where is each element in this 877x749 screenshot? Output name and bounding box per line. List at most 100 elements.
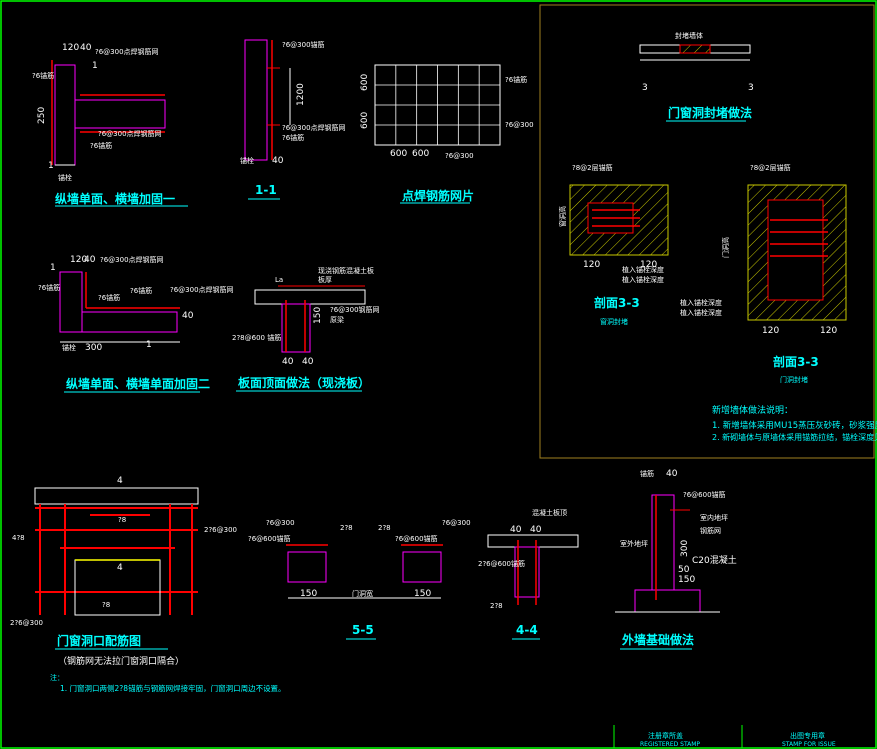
d10-dim-150b: 150	[414, 589, 431, 599]
notes-title: 新增墙体做法说明：	[712, 404, 793, 416]
d5-note-beam: 原梁	[330, 315, 344, 324]
detail-longitudinal-wall-1: 120 40 250 ?6@300点焊钢筋网 ?6锚筋 ?6@300点焊钢筋网 …	[32, 43, 188, 207]
d7-dim-120b: 120	[640, 260, 657, 270]
d12-dim-50: 50	[678, 565, 690, 575]
d12-note-indoor: 室内地坪	[700, 513, 728, 522]
detail-door-infill-section: ?8@2层锚筋 门洞高 植入锚栓深度 植入锚栓深度 120 120 剖面3-3 …	[680, 163, 847, 384]
detail-opening-reinforcement: 4 4 4?8 2?6@300 2?6@300 ?8 ?8 门窗洞口配筋图 （钢…	[10, 476, 286, 693]
d8-dim-120b: 120	[820, 326, 837, 336]
d1-note-anchor: ?6锚筋	[32, 71, 54, 80]
detail-section-1-1: 1200 40 ?6@300锚筋 ?6@300点焊钢筋网 ?6锚筋 锚栓 1-1	[240, 39, 346, 200]
d9-note-phi8a: ?8	[118, 516, 126, 524]
stamp-issue-en: STAMP FOR ISSUE	[782, 741, 836, 748]
infill-panel	[539, 4, 875, 459]
d2-dim-40: 40	[272, 156, 284, 166]
d1-dim-250: 250	[37, 107, 47, 124]
detail-opening-infill: 封堵墙体 3 3 门窗洞封堵做法	[639, 31, 754, 122]
d2-note-anchor300: ?6@300锚筋	[282, 40, 325, 49]
d3-dim-600b: 600	[412, 149, 429, 159]
detail-welded-mesh: 600 600 600 600 ?6锚筋 ?6@300 ?6@300 点焊钢筋网…	[360, 64, 534, 204]
d10-note-a: ?6@300	[266, 519, 295, 527]
d9-dim-4b: 4	[117, 563, 123, 573]
d2-title: 1-1	[255, 183, 277, 197]
d5-note-mesh: ?6@300钢筋网	[330, 305, 380, 314]
d4-sec-1a: 1	[50, 263, 56, 273]
d8-note-depth1: 植入锚栓深度	[680, 298, 722, 307]
d3-dim-600c: 600	[360, 74, 370, 91]
d6-sec-3a: 3	[642, 83, 648, 93]
d3-note-anchor: ?6锚筋	[505, 75, 527, 84]
d5-dim-40b: 40	[302, 357, 314, 367]
d12-dim-40: 40	[666, 469, 678, 479]
detail-longitudinal-wall-2: 120 40 300 40 ?6@300点焊钢筋网 ?6锚筋 ?6锚筋 ?6锚筋…	[38, 255, 234, 393]
detail-section-4-4: 40 40 混凝土板顶 2?6@600锚筋 2?8 4-4	[478, 508, 579, 640]
d4-note-mesh2: ?6@300点焊钢筋网	[170, 285, 234, 294]
d9-note-4phi8: 4?8	[12, 534, 25, 542]
d7-note-depth2: 植入锚栓深度	[622, 275, 664, 284]
d3-note-300a: ?6@300	[505, 121, 534, 129]
d8-note-depth2: 植入锚栓深度	[680, 308, 722, 317]
d10-note-d: 2?8	[378, 524, 391, 532]
d4-dim-120: 120	[70, 255, 87, 265]
d10-note-c: 2?8	[340, 524, 353, 532]
d7-note-anchor: ?8@2层锚筋	[572, 163, 613, 172]
d8-note-height: 门洞高	[721, 237, 730, 258]
d10-dim-door: 门洞宽	[352, 589, 373, 598]
d4-dim-300: 300	[85, 343, 102, 353]
d6-title: 门窗洞封堵做法	[668, 105, 752, 120]
d1-sec-1a: 1	[92, 61, 98, 71]
d8-title: 剖面3-3	[773, 354, 819, 369]
d5-note-slab: 现浇钢筋混凝土板	[318, 266, 374, 275]
d12-title: 外墙基础做法	[622, 632, 694, 647]
d7-dim-120a: 120	[583, 260, 600, 270]
d12-note-phi6: ?6@600锚筋	[683, 490, 726, 499]
d1-title: 纵墙单面、横墙加固一	[55, 191, 175, 206]
d5-note-anchor: 2?8@600 锚筋	[232, 333, 281, 342]
d4-bottom-label: 锚栓	[62, 343, 76, 352]
d9-subtitle: （钢筋网无法拉门窗洞口隔合）	[58, 655, 184, 667]
d4-sec-1b: 1	[146, 340, 152, 350]
d10-note-f: ?6@600锚筋	[395, 534, 438, 543]
d9-title: 门窗洞口配筋图	[57, 633, 141, 648]
d2-note-anchor: ?6锚筋	[282, 133, 304, 142]
d11-note-anchor: 2?6@600锚筋	[478, 559, 525, 568]
d12-dim-300: 300	[680, 540, 690, 557]
d9-note-phi8b: ?8	[102, 601, 110, 609]
d1-dim-40: 40	[80, 43, 92, 53]
stamp-area: 注册章所盖 REGISTERED STAMP 出图专用章 STAMP FOR I…	[640, 731, 836, 748]
d12-dim-150: 150	[678, 575, 695, 585]
d3-note-300b: ?6@300	[445, 152, 474, 160]
d1-note-mesh2: ?6@300点焊钢筋网	[98, 129, 162, 138]
d4-title: 纵墙单面、横墙单面加固二	[66, 376, 210, 391]
d2-dim-1200: 1200	[296, 83, 306, 106]
detail-section-5-5: 150 150 门洞宽 ?6@300 ?6@600锚筋 2?8 2?8 ?6@3…	[248, 519, 471, 640]
d11-note-2phi8: 2?8	[490, 602, 503, 610]
d1-note-anchor2: ?6锚筋	[90, 141, 112, 150]
d1-bottom-label: 锚栓	[58, 173, 72, 182]
d3-dim-600a: 600	[390, 149, 407, 159]
d6-label-infill: 封堵墙体	[675, 31, 703, 40]
d9-dim-4a: 4	[117, 476, 123, 486]
d3-dim-600d: 600	[360, 112, 370, 129]
detail-window-infill-section: ?8@2层锚筋 窗洞高 植入锚栓深度 植入锚栓深度 120 120 剖面3-3 …	[558, 163, 669, 326]
d5-dim-la: La	[275, 276, 283, 284]
d5-note-thk: 板厚	[318, 275, 332, 284]
d5-dim-150: 150	[313, 307, 323, 324]
d12-note-anchor: 锚筋	[640, 469, 654, 478]
d12-note-c20: C20混凝土	[692, 554, 737, 566]
d10-note-e: ?6@300	[442, 519, 471, 527]
d1-dim-120: 120	[62, 43, 79, 53]
d4-note-anchor: ?6锚筋	[38, 283, 60, 292]
d5-title: 板面顶面做法（现浇板）	[238, 375, 370, 390]
d9-footnote: 注：	[50, 673, 64, 682]
d11-dim-40b: 40	[530, 525, 542, 535]
d4-note-mesh: ?6@300点焊钢筋网	[100, 255, 164, 264]
d11-dim-40a: 40	[510, 525, 522, 535]
d7-note-depth1: 植入锚栓深度	[622, 265, 664, 274]
d4-note-anchor3: ?6锚筋	[98, 293, 120, 302]
notes-line-1: 1. 新增墙体采用MU15蒸压灰砂砖，砂浆强度等级Mb10。	[712, 420, 877, 431]
stamp-registered-cn: 注册章所盖	[648, 731, 683, 740]
d8-subtitle: 门洞封堵	[780, 375, 808, 384]
